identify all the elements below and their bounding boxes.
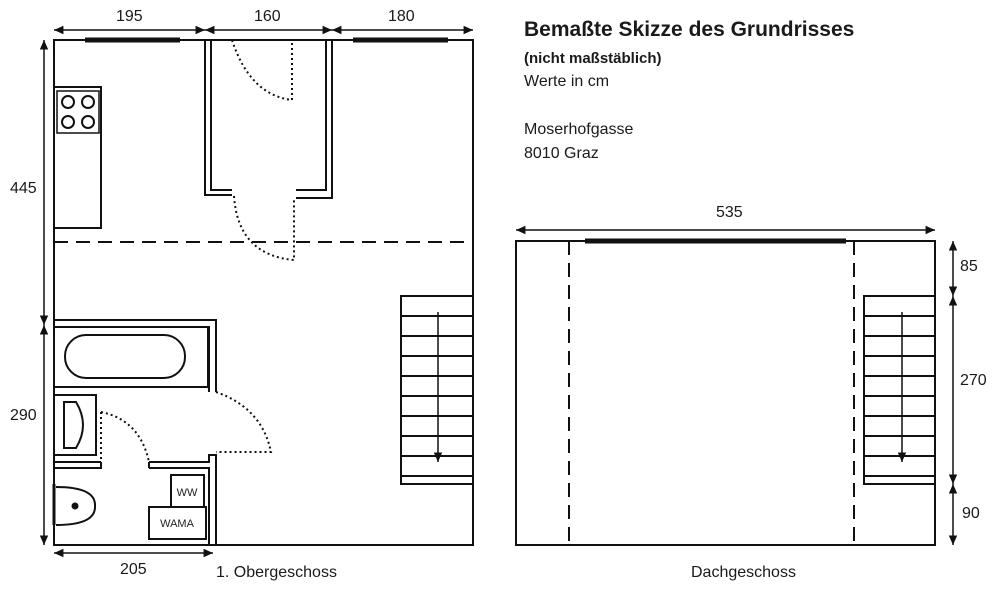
attic-outer-wall — [515, 240, 936, 546]
dim-top-left: 195 — [116, 8, 143, 25]
page-subtitle: (nicht maßstäblich) — [524, 50, 662, 67]
dim-top-middle: 160 — [254, 8, 281, 25]
stove-icon — [56, 90, 100, 134]
kitchen-counter — [54, 86, 102, 229]
dim-attic-right-bottom: 90 — [962, 505, 980, 522]
corridor-left-wall — [204, 40, 232, 196]
dim-attic-width: 535 — [716, 204, 743, 221]
bathtub-basin — [64, 334, 186, 379]
upper-floor-plan — [39, 25, 474, 558]
address-city: 8010 Graz — [524, 145, 599, 162]
address-street: Moserhofgasse — [524, 121, 634, 138]
wama-box — [148, 506, 207, 540]
hall-door-swing — [215, 391, 273, 453]
toilet-icon — [52, 484, 97, 526]
bathroom-lower-right-wall — [148, 454, 217, 545]
attic-dimension-lines — [516, 225, 958, 545]
units-note: Werte in cm — [524, 73, 610, 90]
ww-label: WW — [177, 487, 198, 499]
sink-basin — [63, 401, 84, 449]
entrance-door-swing — [231, 39, 293, 102]
dim-top-right: 180 — [388, 8, 415, 25]
bathroom-lower-left-wall — [54, 461, 102, 469]
stairs-upper-floor — [400, 295, 474, 485]
upper-floor-caption: 1. Obergeschoss — [216, 564, 337, 581]
stairs-attic — [863, 295, 936, 485]
page-title: Bemaßte Skizze des Grundrisses — [524, 18, 855, 41]
corridor-door-swing — [233, 195, 295, 262]
upper-floor-dimension-lines — [39, 25, 473, 558]
attic-plan — [515, 225, 958, 546]
attic-caption: Dachgeschoss — [691, 564, 796, 581]
bathroom-top-wall — [54, 319, 217, 392]
sink — [53, 394, 97, 456]
bathtub — [53, 326, 209, 388]
dim-left-upper: 445 — [10, 180, 37, 197]
upper-floor-outer-wall — [53, 39, 474, 546]
dim-bottom: 205 — [120, 561, 147, 578]
bathroom-door-swing — [100, 411, 150, 463]
corridor-right-wall — [296, 40, 333, 199]
dim-attic-right-middle: 270 — [960, 372, 987, 389]
dim-left-lower: 290 — [10, 407, 37, 424]
dim-attic-right-top: 85 — [960, 258, 978, 275]
wama-label: WAMA — [160, 518, 194, 530]
